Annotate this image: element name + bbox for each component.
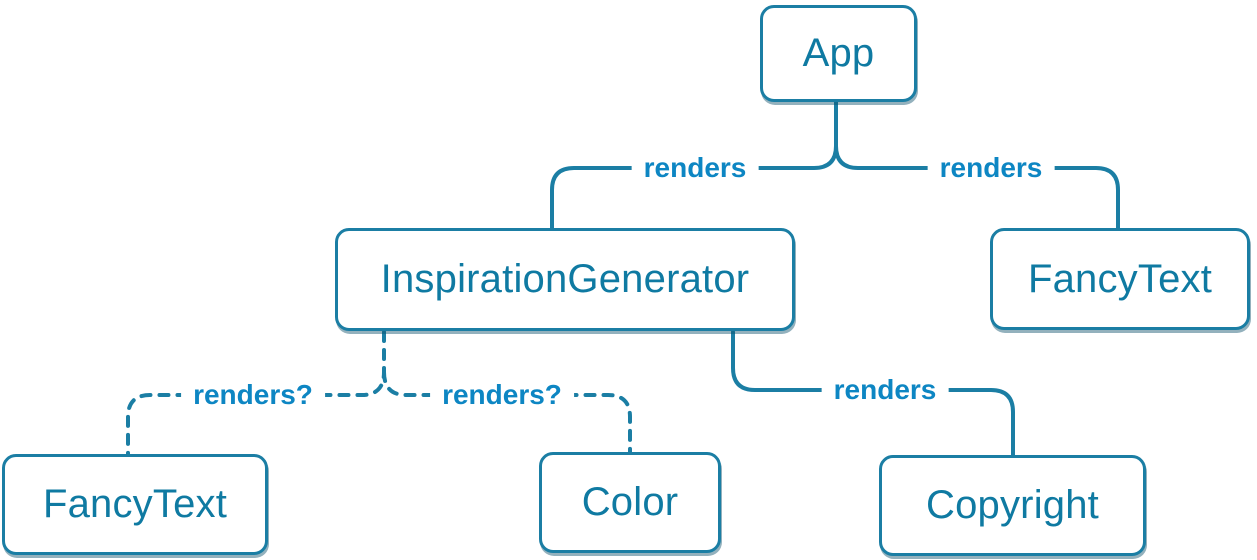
node-color-label: Color: [581, 480, 679, 524]
edge-label-renders-conditional-fancytext: renders?: [181, 377, 325, 413]
node-inspiration-generator-label: InspirationGenerator: [380, 257, 750, 301]
node-fancy-text-top-label: FancyText: [1027, 256, 1213, 301]
node-copyright: Copyright: [879, 455, 1146, 556]
node-copyright-label: Copyright: [926, 483, 1099, 527]
node-inspiration-generator: InspirationGenerator: [335, 228, 795, 331]
edge-label-renders-app-fancytext: renders: [927, 150, 1055, 186]
edge-inspirationgenerator-to-color-dashed: [382, 370, 632, 454]
node-app-label: App: [802, 31, 875, 75]
node-fancy-text-bottom: FancyText: [2, 454, 268, 555]
edge-label-renders-conditional-color: renders?: [430, 377, 574, 413]
edge-label-renders-copyright: renders: [821, 372, 949, 408]
edge-label-renders-app-inspirationgenerator: renders: [631, 150, 759, 186]
node-fancy-text-top: FancyText: [990, 228, 1250, 330]
node-app: App: [760, 5, 917, 102]
node-color: Color: [539, 452, 721, 553]
node-fancy-text-bottom-label: FancyText: [42, 482, 228, 526]
